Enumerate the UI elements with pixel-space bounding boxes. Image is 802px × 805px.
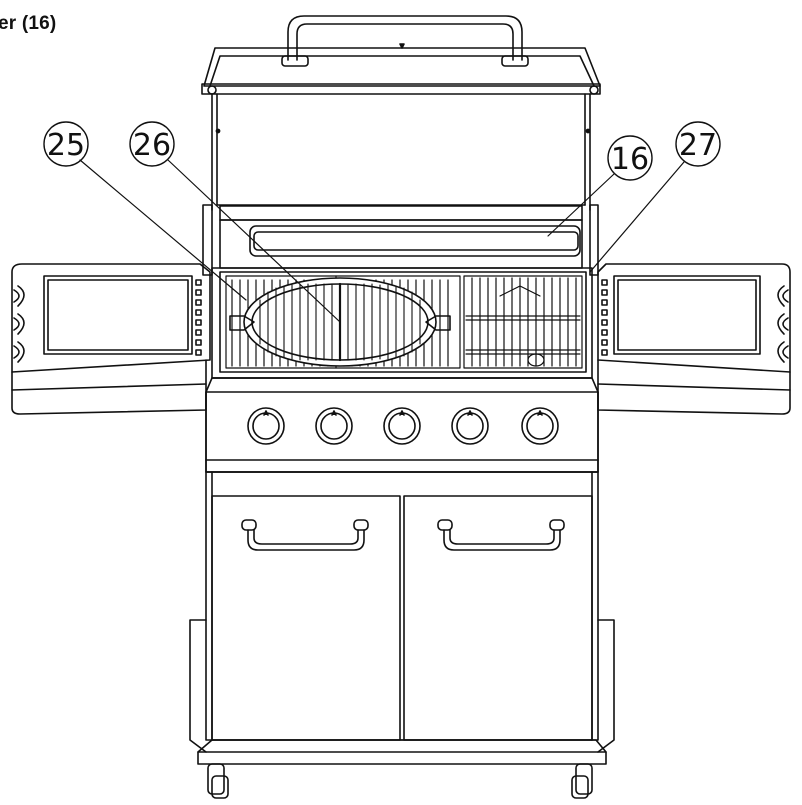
burner-knob-5[interactable] [521, 407, 559, 445]
burner-knob-1[interactable] [247, 407, 285, 445]
callout-26: 26 [129, 121, 341, 323]
callout-16-label: 16 [611, 142, 649, 177]
left-tool-hooks [13, 285, 25, 363]
left-side-shelf [11, 263, 211, 415]
left-door-handle[interactable] [241, 519, 369, 551]
left-door [211, 495, 401, 741]
control-panel [205, 377, 599, 473]
right-side-shelf [597, 263, 791, 415]
right-door [403, 495, 593, 741]
callout-26-label: 26 [133, 128, 171, 163]
casters [207, 763, 593, 799]
heading-label: er (16) [0, 13, 57, 34]
lid [201, 47, 601, 276]
burner-knob-3[interactable] [383, 407, 421, 445]
callout-27: 27 [589, 121, 721, 273]
right-door-handle[interactable] [437, 519, 565, 551]
right-cooking-grate [463, 275, 583, 369]
callout-16: 16 [547, 135, 653, 237]
lid-handle [281, 15, 529, 67]
burner-knob-2[interactable] [315, 407, 353, 445]
right-tool-hooks [777, 285, 789, 363]
warming-rack [219, 205, 583, 269]
callout-25-label: 25 [47, 128, 85, 163]
left-shelf-slots [195, 279, 202, 356]
callout-27-label: 27 [679, 128, 717, 163]
cabinet [189, 471, 615, 765]
right-shelf-slots [601, 279, 608, 356]
burner-knob-4[interactable] [451, 407, 489, 445]
callout-25: 25 [43, 121, 247, 301]
